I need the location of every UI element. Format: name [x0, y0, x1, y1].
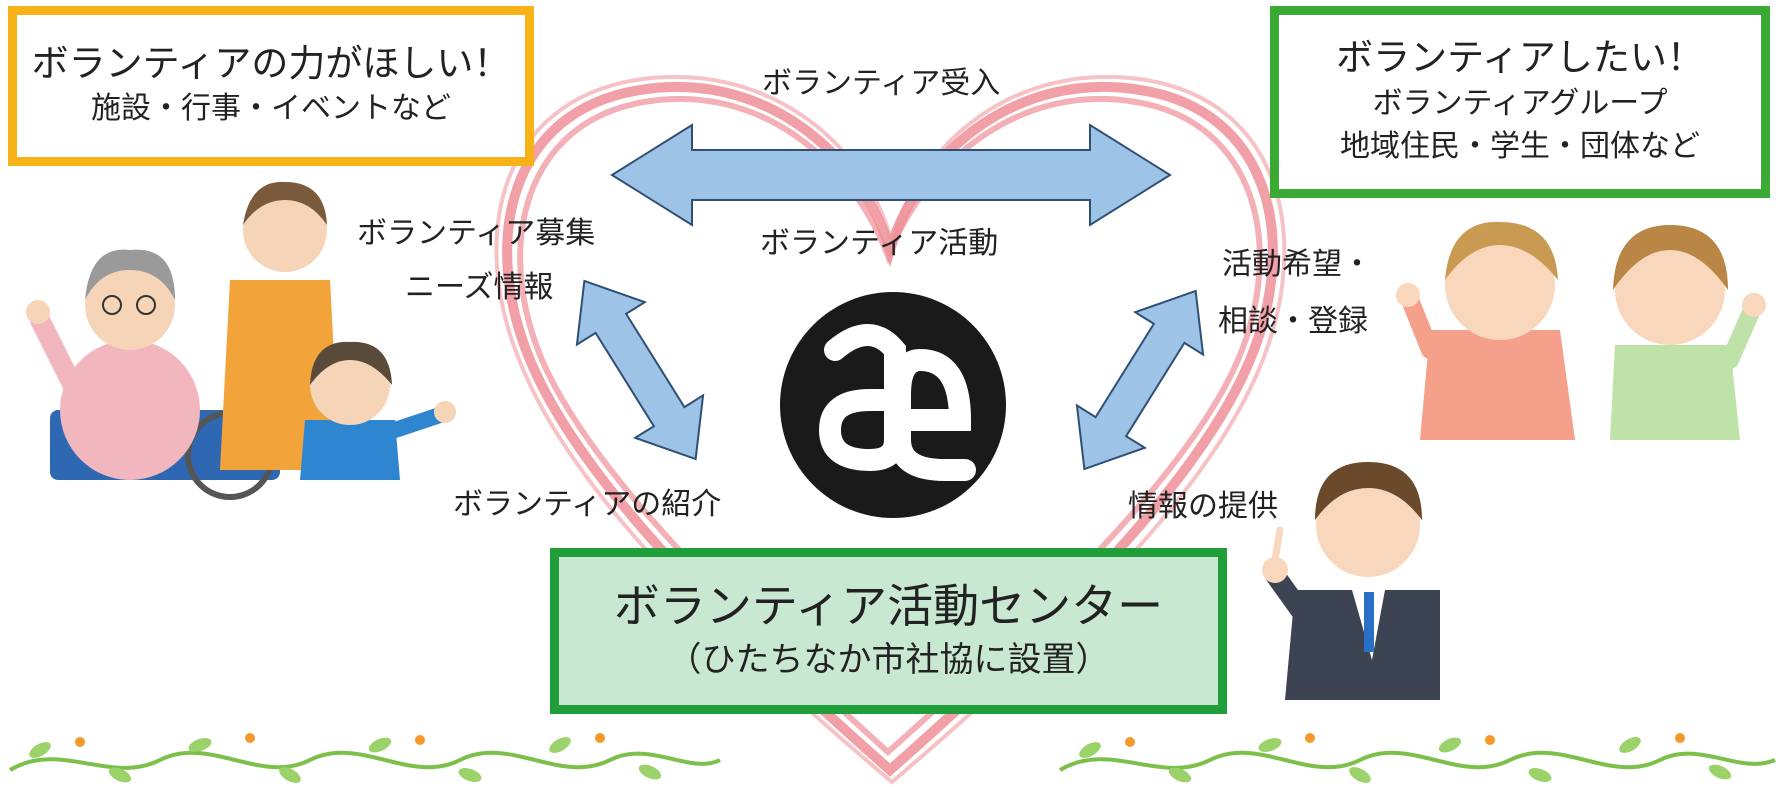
- volunteer-center-subtitle: （ひたちなか市社協に設置）: [667, 640, 1110, 681]
- needs-volunteer-subtitle: 施設・行事・イベントなど: [91, 91, 451, 127]
- hope-label-line1: 活動希望・: [1222, 247, 1372, 282]
- volunteer-group-text: ボランティアグループ: [1372, 85, 1668, 121]
- hope-label-line2: 相談・登録: [1218, 304, 1368, 339]
- recruit-double-arrow: [575, 279, 705, 461]
- recruit-label-line2: ニーズ情報: [405, 270, 554, 305]
- info-label: 情報の提供: [1128, 489, 1278, 524]
- heart-icon: [494, 74, 1287, 785]
- volunteer-center-box: ボランティア活動センター （ひたちなか市社協に設置）: [550, 548, 1227, 714]
- needs-volunteer-title: ボランティアの力がほしい！: [31, 42, 511, 86]
- needs-volunteer-box: ボランティアの力がほしい！ 施設・行事・イベントなど: [8, 6, 534, 166]
- hope-double-arrow: [1075, 289, 1205, 471]
- receive-double-arrow: [610, 123, 1172, 227]
- activity-label: ボランティア活動: [760, 226, 999, 261]
- residents-students-text: 地域住民・学生・団体など: [1340, 129, 1700, 165]
- want-to-volunteer-title: ボランティアしたい！: [1336, 36, 1704, 80]
- elderly-and-caregiver-illustration: [26, 181, 456, 500]
- recruit-label-line1: ボランティア募集: [357, 216, 596, 251]
- staff-man-illustration: [1262, 462, 1440, 700]
- flower-vine-decoration: [8, 733, 1776, 783]
- volunteer-women-illustration: [1396, 221, 1766, 440]
- volunteer-center-title: ボランティア活動センター: [613, 579, 1164, 634]
- receive-label: ボランティア受入: [762, 66, 1001, 101]
- want-to-volunteer-box: ボランティアしたい！ ボランティアグループ 地域住民・学生・団体など: [1270, 6, 1770, 198]
- intro-label: ボランティアの紹介: [453, 487, 722, 522]
- social-welfare-logo-icon: [780, 292, 1006, 518]
